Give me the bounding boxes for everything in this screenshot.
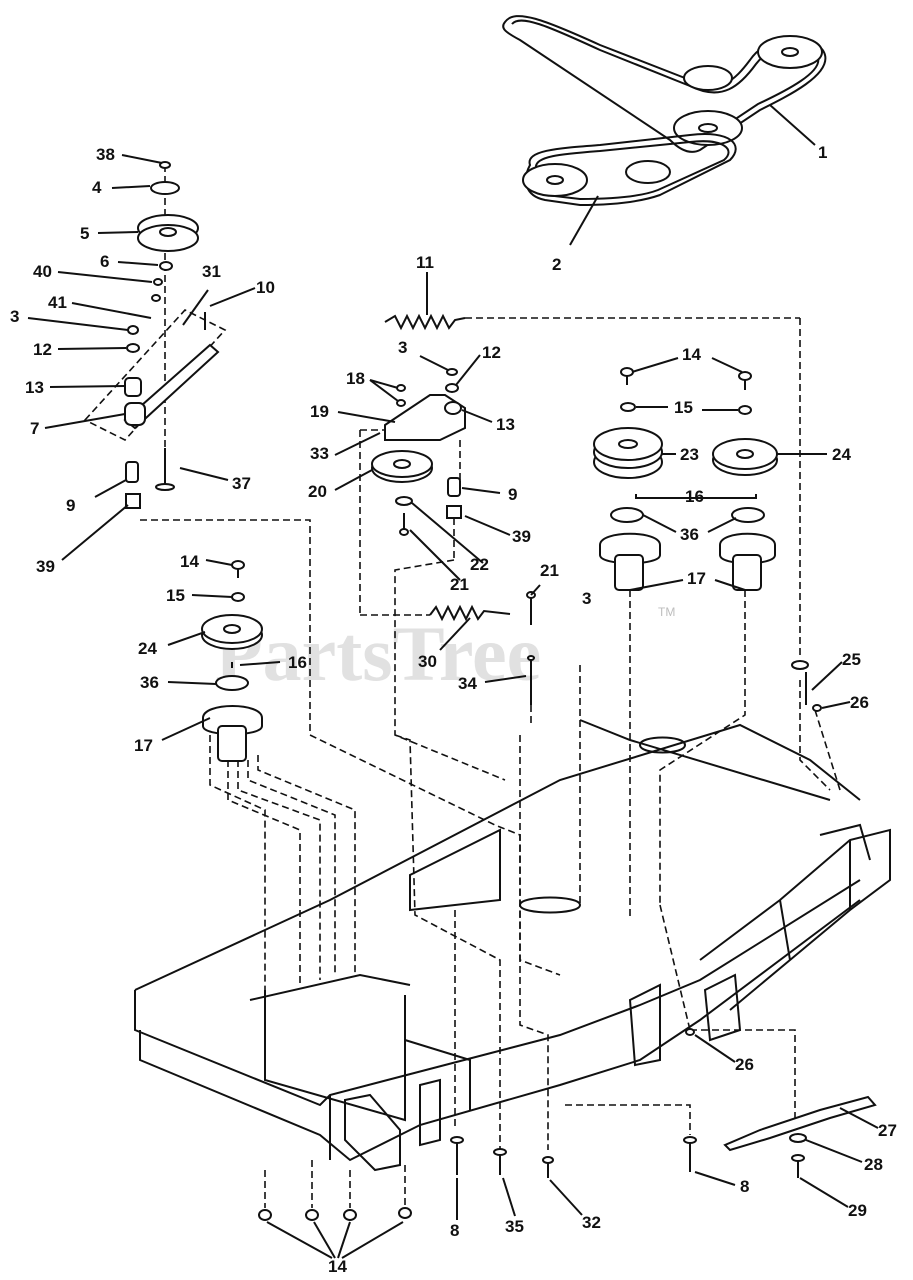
callout-39-center: 39 (512, 527, 531, 546)
callout-14-left: 14 (180, 552, 199, 571)
callout-21-center: 21 (450, 575, 469, 594)
left-idler-assembly (27, 154, 256, 561)
callout-13-left: 13 (25, 378, 44, 397)
callout-32: 32 (582, 1213, 601, 1232)
left-spindle-assembly (161, 559, 356, 990)
callout-39-left: 39 (36, 557, 55, 576)
callout-24-right: 24 (832, 445, 851, 464)
callout-3-deck: 3 (582, 589, 591, 608)
callout-15-left: 15 (166, 586, 185, 605)
callout-26-bottom: 26 (735, 1055, 754, 1074)
callout-11: 11 (416, 253, 434, 272)
callout-4: 4 (92, 178, 102, 197)
callout-36-left: 36 (140, 673, 159, 692)
callout-22: 22 (470, 555, 489, 574)
callout-20: 20 (308, 482, 327, 501)
callout-10: 10 (256, 278, 275, 297)
callout-38: 38 (96, 145, 115, 164)
callout-27: 27 (878, 1121, 897, 1140)
callout-1: 1 (818, 143, 827, 162)
callout-12-center: 12 (482, 343, 501, 362)
callout-33: 33 (310, 444, 329, 463)
callout-labels: 1 2 38 4 5 6 40 31 10 41 3 12 13 7 37 9 … (10, 143, 897, 1276)
callout-7: 7 (30, 419, 39, 438)
callout-8-left: 8 (450, 1221, 459, 1240)
callout-18: 18 (346, 369, 365, 388)
callout-15-right: 15 (674, 398, 693, 417)
callout-17-left: 17 (134, 736, 153, 755)
callout-34: 34 (458, 674, 477, 693)
callout-35: 35 (505, 1217, 524, 1236)
blade-and-hardware (258, 660, 879, 1259)
callout-25: 25 (842, 650, 861, 669)
center-idler-assembly (334, 272, 801, 781)
callout-2: 2 (552, 255, 561, 274)
callout-41: 41 (48, 293, 67, 312)
watermark-text: PartsTree (215, 610, 541, 697)
callout-17-right: 17 (687, 569, 706, 588)
watermark-tm: TM (658, 605, 675, 619)
right-spindle-assembly (593, 357, 827, 920)
callout-9-left: 9 (66, 496, 75, 515)
callout-24-left: 24 (138, 639, 157, 658)
callout-13-center: 13 (496, 415, 515, 434)
callout-16-right: 16 (685, 487, 704, 506)
callout-9-center: 9 (508, 485, 517, 504)
callout-5: 5 (80, 224, 89, 243)
callout-23: 23 (680, 445, 699, 464)
callout-3-left: 3 (10, 307, 19, 326)
callout-37: 37 (232, 474, 251, 493)
callout-14-bottom: 14 (328, 1257, 347, 1276)
mower-deck-housing (134, 519, 891, 1172)
callout-6: 6 (100, 252, 109, 271)
callout-26-right: 26 (850, 693, 869, 712)
callout-14-right: 14 (682, 345, 701, 364)
drive-belt-assembly (502, 15, 827, 246)
callout-8-right: 8 (740, 1177, 749, 1196)
callout-31: 31 (202, 262, 221, 281)
callout-21-right: 21 (540, 561, 559, 580)
callout-40: 40 (33, 262, 52, 281)
callout-36-right: 36 (680, 525, 699, 544)
callout-19: 19 (310, 402, 329, 421)
callout-28: 28 (864, 1155, 883, 1174)
callout-3-center: 3 (398, 338, 407, 357)
callout-29: 29 (848, 1201, 867, 1220)
callout-30: 30 (418, 652, 437, 671)
callout-12-left: 12 (33, 340, 52, 359)
callout-16-left: 16 (288, 653, 307, 672)
